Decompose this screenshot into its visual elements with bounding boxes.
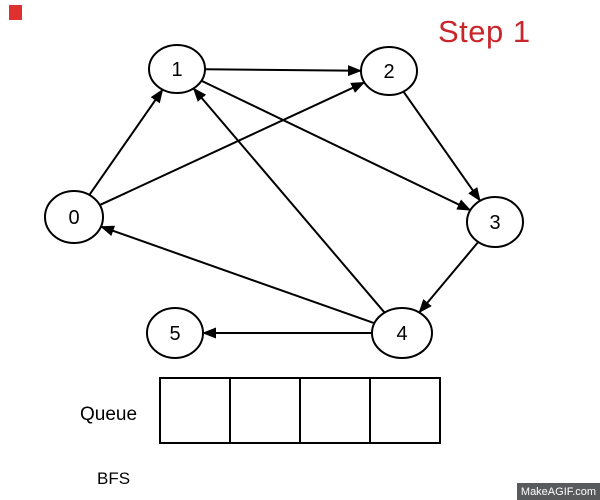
graph-node-label-4: 4 (396, 323, 407, 345)
queue-cell-2 (301, 379, 371, 442)
graph-edge-1-2 (204, 65, 363, 77)
graph-edge-4-1 (192, 87, 386, 314)
graph-edge-0-2 (99, 81, 366, 206)
watermark: MakeAGIF.com (517, 483, 600, 500)
graph-node-label-0: 0 (68, 207, 79, 229)
graph-node-4 (371, 307, 433, 359)
graph-node-3 (466, 196, 524, 248)
graph-node-1 (148, 44, 206, 94)
graph-edge-3-4 (418, 241, 479, 314)
graph-edge-0-1 (88, 88, 164, 196)
bfs-label: BFS (97, 469, 131, 488)
graph-node-2 (360, 46, 418, 96)
graph-edge-2-3 (402, 90, 481, 202)
graph-node-label-5: 5 (169, 323, 180, 345)
queue-cell-3 (371, 379, 439, 442)
graph-edge-1-3 (200, 79, 472, 212)
gif-progress-marker (9, 5, 22, 20)
graph-node-5 (146, 307, 204, 359)
step-title: Step 1 (438, 14, 531, 49)
graph-node-label-2: 2 (383, 61, 394, 83)
queue-cell-1 (231, 379, 301, 442)
graph-node-label-3: 3 (489, 212, 500, 234)
graph-edge-4-0 (100, 225, 375, 325)
queue-cell-0 (161, 379, 231, 442)
graph-node-label-1: 1 (171, 59, 182, 81)
queue-label: Queue (80, 404, 138, 425)
queue-box (159, 377, 441, 444)
graph-node-0 (44, 190, 104, 244)
